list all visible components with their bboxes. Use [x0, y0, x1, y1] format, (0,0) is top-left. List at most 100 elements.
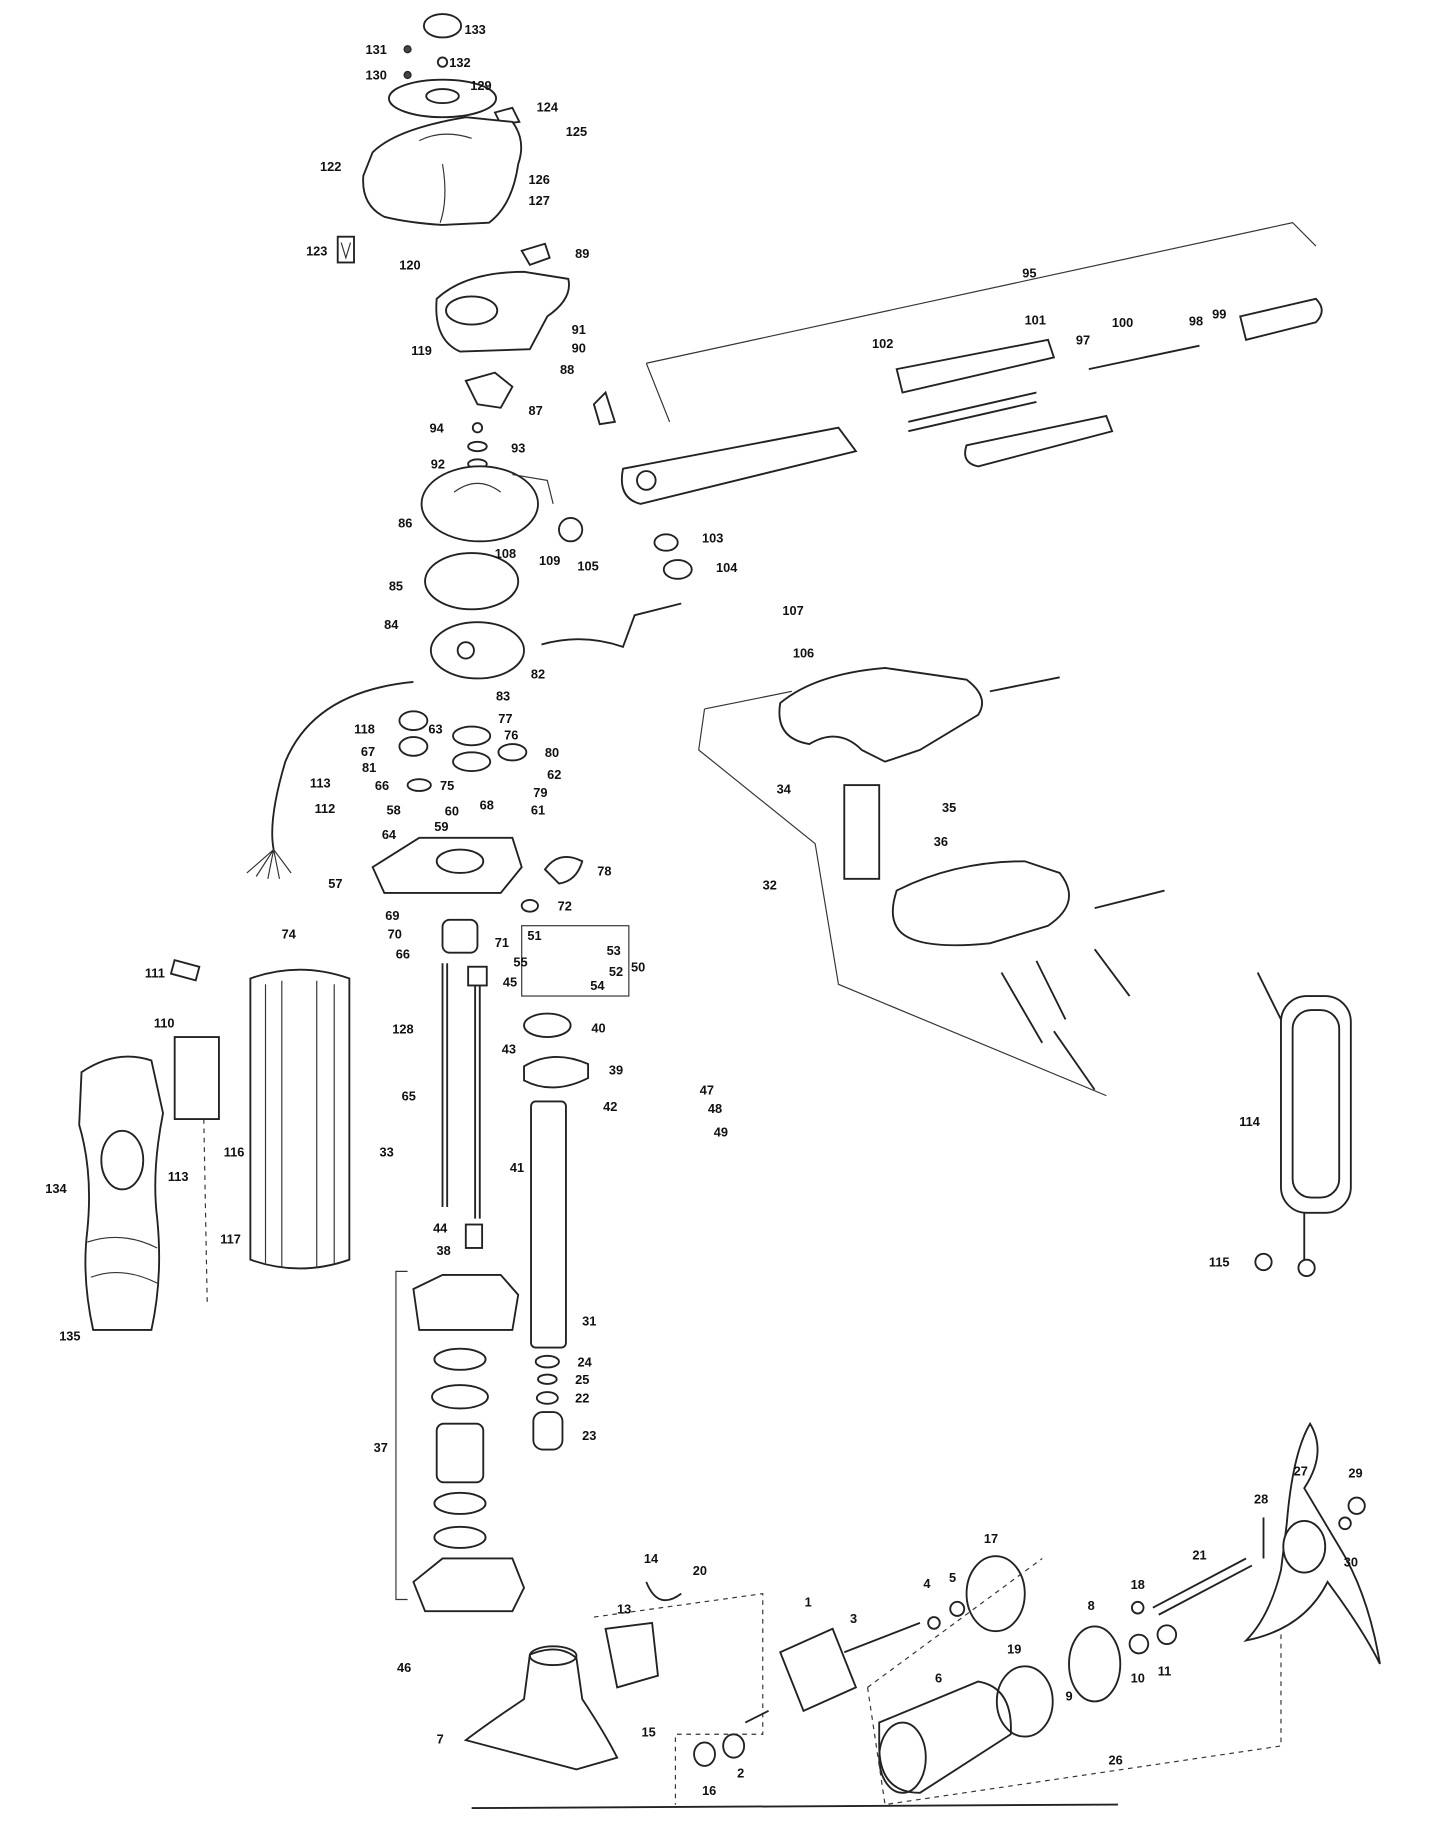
- shroud-134: [78, 1055, 164, 1331]
- brush-box: [593, 1592, 764, 1805]
- bracket-95: [645, 222, 1317, 423]
- part-label-59: 59: [434, 819, 448, 834]
- part-label-34: 34: [777, 781, 792, 796]
- rod-98: [1088, 344, 1200, 371]
- part-label-123: 123: [306, 243, 327, 258]
- part-label-92: 92: [431, 457, 445, 472]
- part-number-labels: 1331311321301291241251221261271231208995…: [45, 22, 1362, 1798]
- bushing-23: [532, 1411, 564, 1451]
- part-label-39: 39: [609, 1062, 623, 1077]
- part-label-5: 5: [949, 1570, 956, 1585]
- bracket-110: [173, 1036, 220, 1121]
- part-label-111: 111: [145, 965, 165, 980]
- nut-29: [1347, 1496, 1366, 1515]
- collar-40: [523, 1012, 572, 1038]
- terminal-115b: [1297, 1258, 1316, 1278]
- part-label-46: 46: [397, 1660, 411, 1675]
- part-label-98: 98: [1189, 314, 1203, 329]
- part-label-33: 33: [380, 1145, 394, 1160]
- part-label-83: 83: [496, 689, 510, 704]
- part-label-87: 87: [529, 403, 543, 418]
- assembly-86: [420, 465, 539, 543]
- part-label-74: 74: [282, 927, 297, 942]
- plate-mount: [843, 784, 881, 880]
- box-50: [521, 925, 630, 997]
- strap-113: [203, 1119, 208, 1307]
- seal-11: [1156, 1624, 1178, 1645]
- spring-lower: [1094, 889, 1165, 910]
- part-label-25: 25: [575, 1372, 589, 1387]
- brush-13: [604, 1621, 659, 1689]
- part-label-51: 51: [527, 928, 541, 943]
- bracket-lower: [891, 860, 1070, 947]
- part-label-110: 110: [154, 1016, 175, 1031]
- part-label-14: 14: [644, 1551, 659, 1566]
- part-label-47: 47: [700, 1082, 714, 1097]
- part-label-82: 82: [531, 666, 545, 681]
- tiller-extension: [895, 338, 1056, 394]
- nut-94: [471, 422, 484, 434]
- part-label-102: 102: [872, 336, 893, 351]
- part-label-135: 135: [59, 1328, 80, 1343]
- part-label-86: 86: [398, 515, 412, 530]
- ring-2: [431, 1384, 489, 1410]
- spring-14: [645, 1581, 682, 1602]
- part-label-129: 129: [470, 78, 491, 93]
- part-label-66: 66: [375, 778, 389, 793]
- lower-unit-7-top: [528, 1645, 578, 1667]
- motor-box-26: [866, 1558, 1282, 1806]
- part-label-108: 108: [495, 546, 516, 561]
- part-label-48: 48: [708, 1101, 722, 1116]
- part-label-17: 17: [984, 1531, 998, 1546]
- part-71: [441, 918, 479, 954]
- oring-85: [424, 552, 520, 611]
- part-label-50: 50: [631, 959, 645, 974]
- part-label-70: 70: [388, 927, 402, 942]
- part-label-63: 63: [428, 722, 442, 737]
- part-label-4: 4: [923, 1576, 931, 1591]
- cable-ends: [246, 849, 292, 879]
- part-label-30: 30: [1344, 1555, 1358, 1570]
- part-label-103: 103: [702, 531, 723, 546]
- part-label-31: 31: [582, 1313, 596, 1328]
- washer-30: [1338, 1516, 1352, 1531]
- bracket-37: [395, 1270, 408, 1601]
- endcap-8: [1068, 1625, 1122, 1703]
- part-label-75: 75: [440, 778, 454, 793]
- part-label-134: 134: [45, 1181, 67, 1196]
- gear-105: [558, 516, 584, 543]
- part-label-133: 133: [464, 22, 485, 37]
- part-label-79: 79: [533, 785, 547, 800]
- part-label-65: 65: [402, 1088, 416, 1103]
- part-label-15: 15: [642, 1725, 656, 1740]
- part-label-67: 67: [361, 744, 375, 759]
- assembly-86-detail: [453, 473, 554, 505]
- bracket-upper: [778, 666, 983, 763]
- part-label-81: 81: [362, 760, 376, 775]
- bearing-2: [722, 1733, 746, 1759]
- part-label-97: 97: [1076, 332, 1090, 347]
- part-label-43: 43: [502, 1041, 516, 1056]
- bolt-21: [1152, 1557, 1253, 1616]
- handle-tip: [1239, 297, 1323, 341]
- washer-24: [534, 1354, 560, 1369]
- part-label-8: 8: [1088, 1598, 1095, 1613]
- part-label-55: 55: [513, 955, 527, 970]
- part-label-125: 125: [566, 124, 587, 139]
- lower-unit-7: [463, 1648, 619, 1771]
- washer-93: [467, 440, 488, 453]
- bearing-10: [1128, 1633, 1150, 1655]
- cap-133: [422, 13, 463, 39]
- part-label-116: 116: [224, 1145, 245, 1160]
- part-label-122: 122: [320, 159, 341, 174]
- part-label-9: 9: [1065, 1688, 1072, 1703]
- part-label-27: 27: [1294, 1463, 1308, 1478]
- part-label-76: 76: [504, 727, 518, 742]
- part-label-61: 61: [531, 802, 545, 817]
- part-label-13: 13: [617, 1602, 631, 1617]
- part-label-18: 18: [1131, 1577, 1145, 1592]
- part-label-106: 106: [793, 645, 814, 660]
- screw-131: [403, 45, 412, 54]
- part-label-114: 114: [1239, 1114, 1260, 1129]
- part-label-124: 124: [537, 99, 559, 114]
